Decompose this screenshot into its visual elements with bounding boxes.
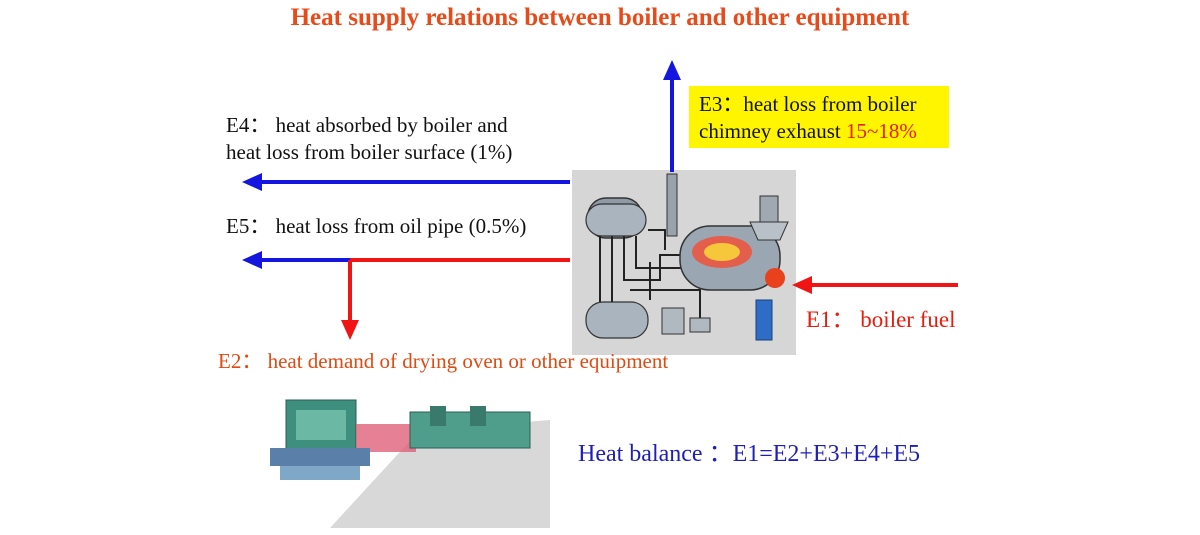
e2-label: E2： heat demand of drying oven or other … [218, 349, 669, 373]
arrow-e3-up [663, 60, 681, 172]
heat-balance-label: Heat balance ：E1=E2+E3+E4+E5 [578, 441, 921, 467]
e4-line2: heat loss from boiler surface (1%) [226, 140, 513, 164]
e3-line2: chimney exhaust [699, 119, 846, 143]
arrow-e2-down [341, 260, 359, 340]
drying-oven-machine-illustration [250, 380, 550, 528]
e1-label: E1： boiler fuel [806, 307, 956, 332]
arrow-e1-left [792, 276, 958, 294]
arrow-e5-left [242, 251, 570, 269]
e4-line1: E4： heat absorbed by boiler and [226, 113, 508, 137]
diagram-title: Heat supply relations between boiler and… [290, 4, 910, 31]
e5-label: E5： heat loss from oil pipe (0.5%) [226, 214, 527, 238]
e3-percent: 15~18% [845, 119, 917, 143]
e3-line1: E3：heat loss from boiler [699, 92, 917, 116]
e3-label-box: E3：heat loss from boiler chimney exhaust… [689, 86, 949, 148]
e4-label: E4： heat absorbed by boiler and heat los… [226, 112, 512, 166]
boiler-plant-illustration [572, 170, 796, 355]
arrow-e4-left [242, 173, 570, 191]
